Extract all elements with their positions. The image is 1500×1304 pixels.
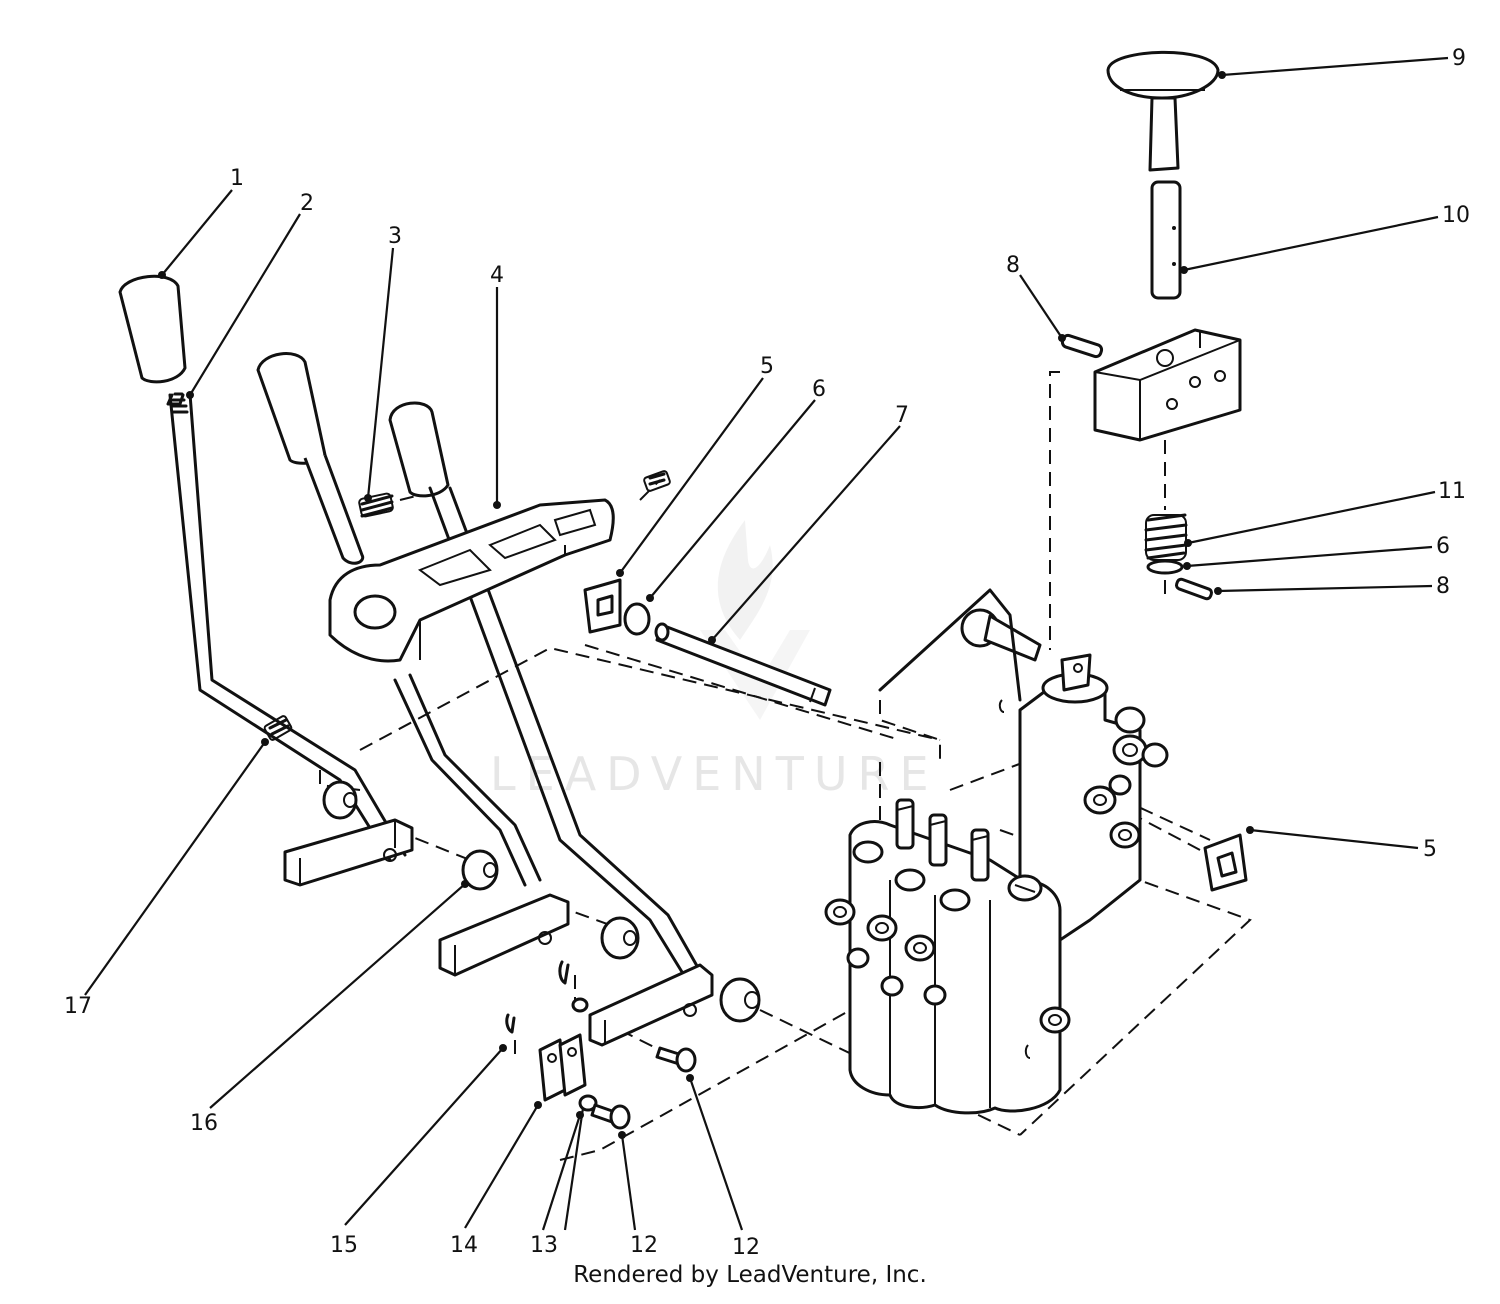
callout-6-washer: 6 bbox=[1436, 534, 1450, 559]
callout-1: 1 bbox=[230, 166, 244, 191]
callout-13: 13 bbox=[530, 1233, 558, 1258]
callout-8-upper: 8 bbox=[1006, 253, 1020, 278]
callout-3: 3 bbox=[388, 224, 402, 249]
lever-link-right bbox=[588, 963, 714, 1047]
valve-rear-section bbox=[878, 588, 1169, 942]
lever-link-middle bbox=[438, 893, 570, 977]
retaining-clip-upper bbox=[583, 578, 622, 634]
lever-right bbox=[388, 401, 707, 987]
callout-8-lower: 8 bbox=[1436, 574, 1450, 599]
set-screw-upper bbox=[358, 492, 394, 518]
callout-17: 17 bbox=[64, 994, 92, 1019]
set-screw-right bbox=[643, 470, 671, 492]
callout-11: 11 bbox=[1438, 479, 1466, 504]
clevis-bracket bbox=[538, 1033, 587, 1102]
callout-15: 15 bbox=[330, 1233, 358, 1258]
callout-7: 7 bbox=[895, 403, 909, 428]
callout-numbers: 1 2 3 4 5 6 7 8 9 10 11 6 8 5 17 16 15 1… bbox=[64, 46, 1470, 1260]
bolt-upper bbox=[655, 1046, 697, 1073]
top-knob bbox=[1106, 50, 1220, 172]
callout-16: 16 bbox=[190, 1111, 218, 1136]
washer-small-upper bbox=[571, 997, 589, 1013]
callout-leaders bbox=[84, 56, 1449, 1231]
callout-4: 4 bbox=[490, 263, 504, 288]
pin-lower bbox=[1175, 577, 1213, 601]
retaining-clip-right bbox=[1203, 833, 1248, 892]
callout-5-right: 5 bbox=[1423, 837, 1437, 862]
callout-12-right: 12 bbox=[732, 1235, 760, 1260]
lever-middle bbox=[256, 352, 542, 887]
cotter-pin-lower bbox=[505, 1013, 516, 1034]
callout-6-shaft: 6 bbox=[812, 377, 826, 402]
callout-5-upper: 5 bbox=[760, 354, 774, 379]
washer-small-lower bbox=[578, 1094, 598, 1112]
cotter-pin-upper bbox=[558, 960, 570, 985]
callout-2: 2 bbox=[300, 191, 314, 216]
bracket-block bbox=[1093, 328, 1242, 442]
callout-12-left: 12 bbox=[630, 1233, 658, 1258]
pivot-shaft bbox=[654, 622, 832, 707]
washer-upper bbox=[1146, 559, 1184, 575]
bushings bbox=[322, 780, 761, 1023]
spring bbox=[1144, 513, 1188, 561]
pin-upper bbox=[1060, 333, 1104, 359]
callout-10: 10 bbox=[1442, 203, 1470, 228]
bolt-lower bbox=[590, 1103, 631, 1130]
control-shaft bbox=[1150, 180, 1182, 300]
mounting-plate bbox=[328, 498, 615, 663]
callout-9: 9 bbox=[1452, 46, 1466, 71]
set-screw-left bbox=[263, 715, 293, 741]
lever-left bbox=[118, 274, 407, 862]
render-credit: Rendered by LeadVenture, Inc. bbox=[573, 1262, 927, 1288]
valve-front-section bbox=[824, 798, 1071, 1115]
callout-14: 14 bbox=[450, 1233, 478, 1258]
lever-link-left bbox=[283, 818, 414, 887]
washer-shaft bbox=[623, 602, 651, 636]
